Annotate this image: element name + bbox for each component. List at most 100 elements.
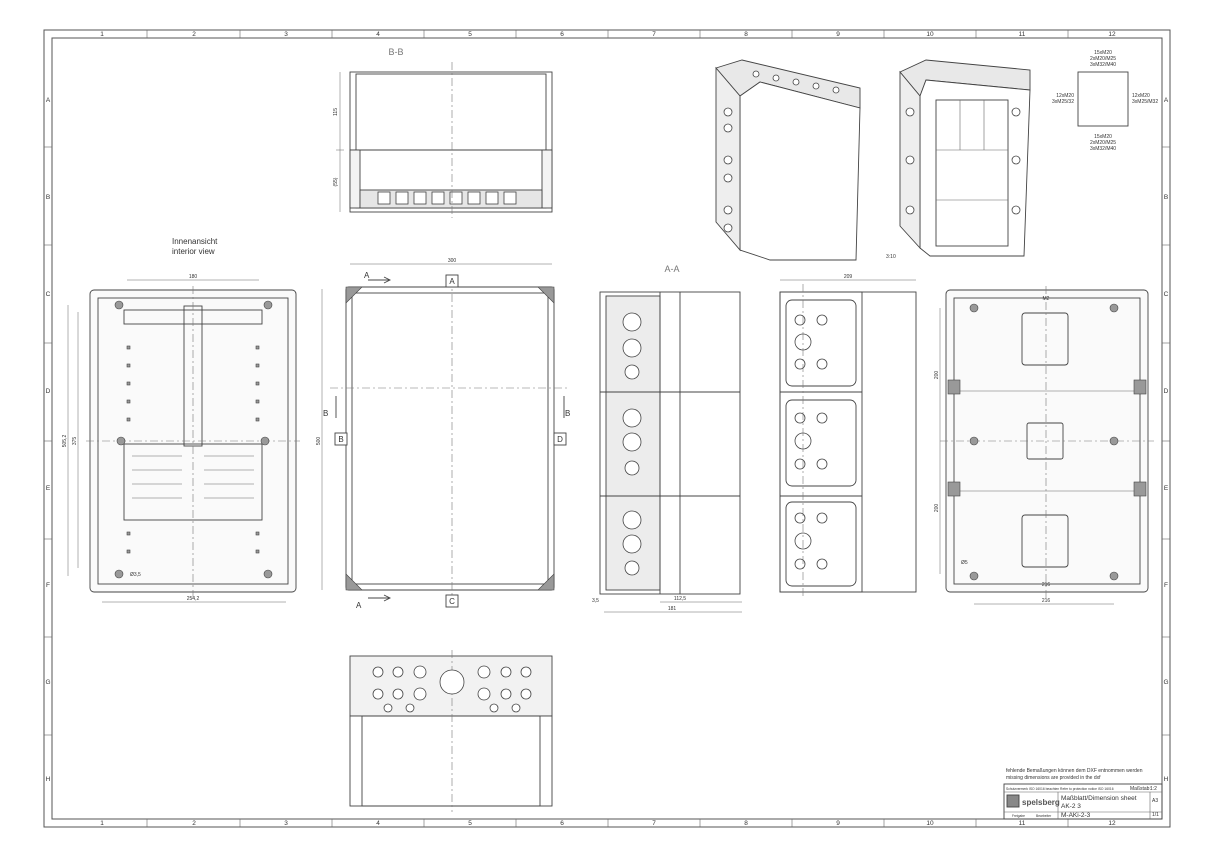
grid-col-bottom-12: 12 <box>1108 820 1116 827</box>
protection-note: Schutzvermerk ISO 16016 beachten Refer t… <box>1006 787 1114 791</box>
grid-ticks <box>44 30 1170 827</box>
rear-tag-bottom: 216 <box>1042 582 1051 588</box>
grid-row-right-f: F <box>1164 582 1168 589</box>
dim-front-width: 300 <box>448 258 457 264</box>
cut-marker-b-left: B <box>323 409 328 418</box>
grid-col-bottom-8: 8 <box>744 820 748 827</box>
grid-col-top-9: 9 <box>836 31 840 38</box>
entry-bottom-3: 3xM32/M40 <box>1090 146 1116 152</box>
cut-marker-a-bottom: A <box>356 601 362 610</box>
dim-interior-top-width: 180 <box>189 274 198 280</box>
scale-label: Maßstab: <box>1130 786 1151 792</box>
grid-col-bottom-11: 11 <box>1019 820 1026 827</box>
isometric-closed <box>715 59 861 261</box>
front-view: 300 500 A B C D A A B B <box>316 258 570 610</box>
dim-interior-height-inner: 375 <box>72 437 78 446</box>
grid-col-bottom-2: 2 <box>192 820 196 827</box>
sheet-format: A3 <box>1152 798 1158 804</box>
dim-rear-width: 216 <box>1042 598 1051 604</box>
inner-frame <box>51 37 1163 820</box>
side-view: 209 <box>779 274 917 598</box>
isometric-open: 3:10 <box>886 59 1031 260</box>
dim-front-height: 500 <box>316 437 322 446</box>
dim-interior-bottom-width: 254,2 <box>187 596 200 602</box>
scale-value: 1:2 <box>1150 786 1157 792</box>
grid-col-top-8: 8 <box>744 31 748 38</box>
grid-row-left-d: D <box>46 388 51 395</box>
col-editor: Bearbeiter <box>1036 814 1052 818</box>
sheet-title: Maßblatt/Dimension sheet <box>1061 795 1137 802</box>
grid-row-left-h: H <box>46 776 51 783</box>
grid-col-bottom-10: 10 <box>926 820 934 827</box>
section-bb-title: B-B <box>388 47 403 57</box>
entry-top-2: 2xM20/M25 <box>1090 56 1116 62</box>
dim-interior-hole: Ø3,5 <box>130 572 141 578</box>
dim-bb-upper: 115 <box>333 108 339 116</box>
outer-frame <box>43 29 1171 828</box>
grid-col-bottom-9: 9 <box>836 820 840 827</box>
dim-aa-depth: 181 <box>668 606 677 612</box>
title-block: fehlende Bemaßungen können dem DXF entno… <box>1003 768 1163 820</box>
note-de: fehlende Bemaßungen können dem DXF entno… <box>1006 768 1143 774</box>
grid-row-right-d: D <box>1164 388 1169 395</box>
cut-marker-a-top: A <box>364 271 370 280</box>
grid-col-bottom-6: 6 <box>560 820 564 827</box>
grid-col-bottom-4: 4 <box>376 820 380 827</box>
grid-col-top-5: 5 <box>468 31 472 38</box>
interior-view-title-en: interior view <box>172 247 215 256</box>
grid-col-top-6: 6 <box>560 31 564 38</box>
grid-row-left-e: E <box>46 485 51 492</box>
entry-left-2: 3xM25/32 <box>1052 99 1074 105</box>
grid-row-right-g: G <box>1163 679 1168 686</box>
grid-col-bottom-3: 3 <box>284 820 288 827</box>
grid-row-right-h: H <box>1164 776 1169 783</box>
interior-view: Innenansicht interior view 180 254,2 <box>62 237 300 603</box>
scale-ref: 3:10 <box>886 254 896 260</box>
marker-a-box: A <box>449 277 455 286</box>
grid-row-right-e: E <box>1164 485 1169 492</box>
entry-top-1: 15xM20 <box>1094 50 1112 56</box>
rear-hole: Ø5 <box>961 560 968 566</box>
rear-view: M2 216 Ø5 200 200 216 <box>934 286 1154 605</box>
drawing-number: M-AKi-2-3 <box>1061 812 1091 819</box>
section-bb-view: B-B 115 (55) <box>333 47 553 218</box>
grid-col-top-1: 1 <box>100 31 104 38</box>
grid-row-right-a: A <box>1164 97 1169 104</box>
interior-view-title-de: Innenansicht <box>172 237 218 246</box>
entry-right-2: 3xM25/M32 <box>1132 99 1158 105</box>
note-en: missing dimensions are provided in the d… <box>1006 775 1101 781</box>
grid-row-left-c: C <box>46 291 51 298</box>
marker-b-box: B <box>338 435 343 444</box>
dim-interior-height-outer: 505,2 <box>62 435 68 448</box>
grid-col-bottom-5: 5 <box>468 820 472 827</box>
grid-row-left-g: G <box>45 679 50 686</box>
entry-bottom-1: 15xM20 <box>1094 134 1112 140</box>
product-name: AK-2 3 <box>1061 803 1081 810</box>
bottom-view <box>349 650 553 812</box>
dim-bb-lower: (55) <box>333 177 339 186</box>
grid-row-left-b: B <box>46 194 50 201</box>
col-release: Freigabe <box>1012 814 1025 818</box>
dim-aa-right: 112,5 <box>674 596 686 602</box>
dim-aa-wall: 3,5 <box>592 598 599 604</box>
entries-diagram: 15xM20 2xM20/M25 3xM32/M40 12xM20 3xM25/… <box>1052 50 1158 152</box>
grid-col-top-11: 11 <box>1019 31 1026 38</box>
grid-col-top-2: 2 <box>192 31 196 38</box>
company-name: spelsberg <box>1022 798 1060 807</box>
entry-bottom-2: 2xM20/M25 <box>1090 140 1116 146</box>
rear-tag-top: M2 <box>1043 296 1050 302</box>
section-aa-title: A-A <box>664 264 679 274</box>
grid-col-top-3: 3 <box>284 31 288 38</box>
section-aa-view: A-A 181 112,5 3,5 <box>592 264 742 613</box>
marker-c-box: C <box>449 597 455 606</box>
grid-row-left-f: F <box>46 582 50 589</box>
grid-col-top-12: 12 <box>1108 31 1116 38</box>
grid-col-top-4: 4 <box>376 31 380 38</box>
dim-rear-lower: 200 <box>934 504 940 513</box>
grid-col-top-10: 10 <box>926 31 934 38</box>
grid-row-right-b: B <box>1164 194 1168 201</box>
grid-col-bottom-1: 1 <box>100 820 104 827</box>
grid-row-right-c: C <box>1164 291 1169 298</box>
entry-left-1: 12xM20 <box>1056 93 1074 99</box>
